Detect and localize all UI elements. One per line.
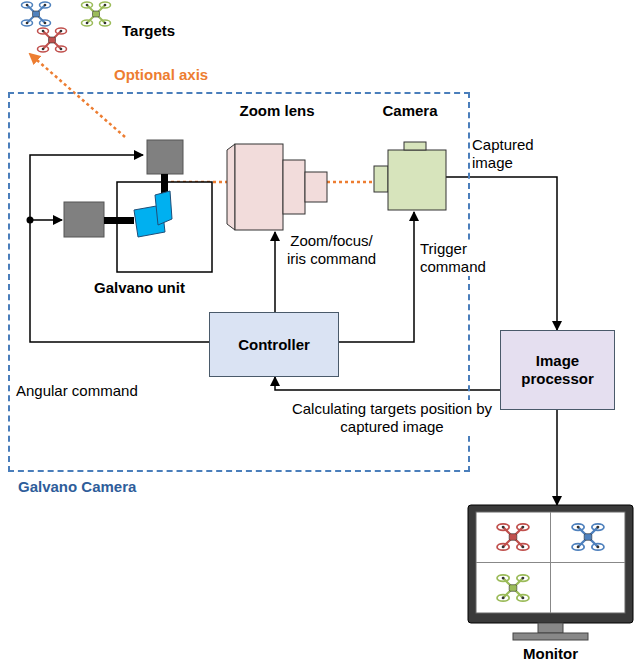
- monitor-art: [468, 505, 633, 665]
- edge-label: Calculating targets position by captured…: [285, 400, 499, 436]
- node-label: Galvano Camera: [18, 478, 136, 496]
- process-box: Image processor: [500, 330, 615, 410]
- galvano-unit: Galvano unit: [62, 137, 217, 302]
- galvano-unit-art: [62, 137, 217, 302]
- node-label: Zoom lens: [217, 102, 337, 120]
- zoom-lens-art: [227, 102, 327, 232]
- monitor: Monitor: [468, 505, 633, 665]
- zoom-lens: Zoom lens: [227, 102, 327, 232]
- node-label: Image processor: [507, 352, 608, 388]
- edge-label: Trigger command: [418, 240, 500, 276]
- connector: [274, 232, 276, 312]
- node-label: Targets: [122, 22, 175, 40]
- edge-label: Captured image: [470, 136, 554, 172]
- connector: [556, 410, 558, 505]
- node-label: Monitor: [468, 645, 633, 663]
- edge-label: Zoom/focus/ iris command: [282, 232, 381, 268]
- edge-label: Angular command: [14, 382, 188, 400]
- target-group: Targets: [4, 2, 184, 54]
- connector: [30, 54, 125, 137]
- camera: Camera: [374, 102, 446, 212]
- process-box: Controller: [209, 312, 339, 377]
- connector: [275, 377, 500, 390]
- node-label: Controller: [238, 336, 310, 354]
- edge-label: Optional axis: [112, 66, 256, 84]
- node-label: Camera: [364, 102, 456, 120]
- node-label: Galvano unit: [62, 279, 217, 297]
